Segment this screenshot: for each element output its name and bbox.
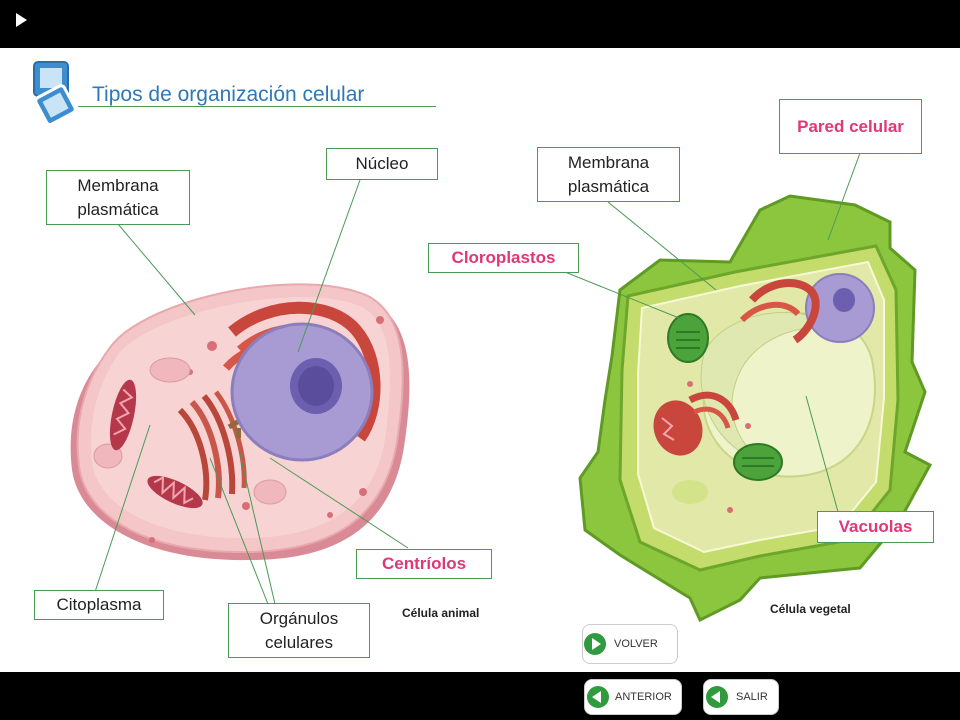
play-icon[interactable]: [16, 13, 27, 27]
label-membrana-plasmatica-animal: Membrana plasmática: [46, 170, 190, 225]
label-organulos-celulares: Orgánulos celulares: [228, 603, 370, 658]
play-icon: [584, 633, 606, 655]
label-vacuolas: Vacuolas: [817, 511, 934, 543]
caption-celula-vegetal: Célula vegetal: [770, 602, 851, 616]
bottom-bar: [0, 672, 960, 720]
leader-lines: [94, 152, 861, 605]
back-arrow-icon: [587, 686, 609, 708]
anterior-button[interactable]: ANTERIOR: [584, 679, 682, 715]
label-membrana-plasmatica-vegetal: Membrana plasmática: [537, 147, 680, 202]
salir-label: SALIR: [736, 691, 768, 703]
title-underline: [78, 106, 436, 107]
label-centriolos: Centríolos: [356, 549, 492, 579]
page-title: Tipos de organización celular: [92, 83, 365, 106]
window-icon: [33, 61, 77, 126]
label-cloroplastos: Cloroplastos: [428, 243, 579, 273]
volver-button[interactable]: VOLVER: [582, 624, 678, 664]
label-citoplasma: Citoplasma: [34, 590, 164, 620]
caption-celula-animal: Célula animal: [402, 606, 480, 620]
label-pared-celular: Pared celular: [779, 99, 922, 154]
salir-button[interactable]: SALIR: [703, 679, 779, 715]
label-nucleo: Núcleo: [326, 148, 438, 180]
plant-cell: [578, 194, 933, 623]
anterior-label: ANTERIOR: [615, 691, 672, 703]
volver-label: VOLVER: [614, 638, 658, 650]
animal-cell: [70, 283, 410, 561]
top-bar: [0, 0, 960, 48]
back-arrow-icon: [706, 686, 728, 708]
